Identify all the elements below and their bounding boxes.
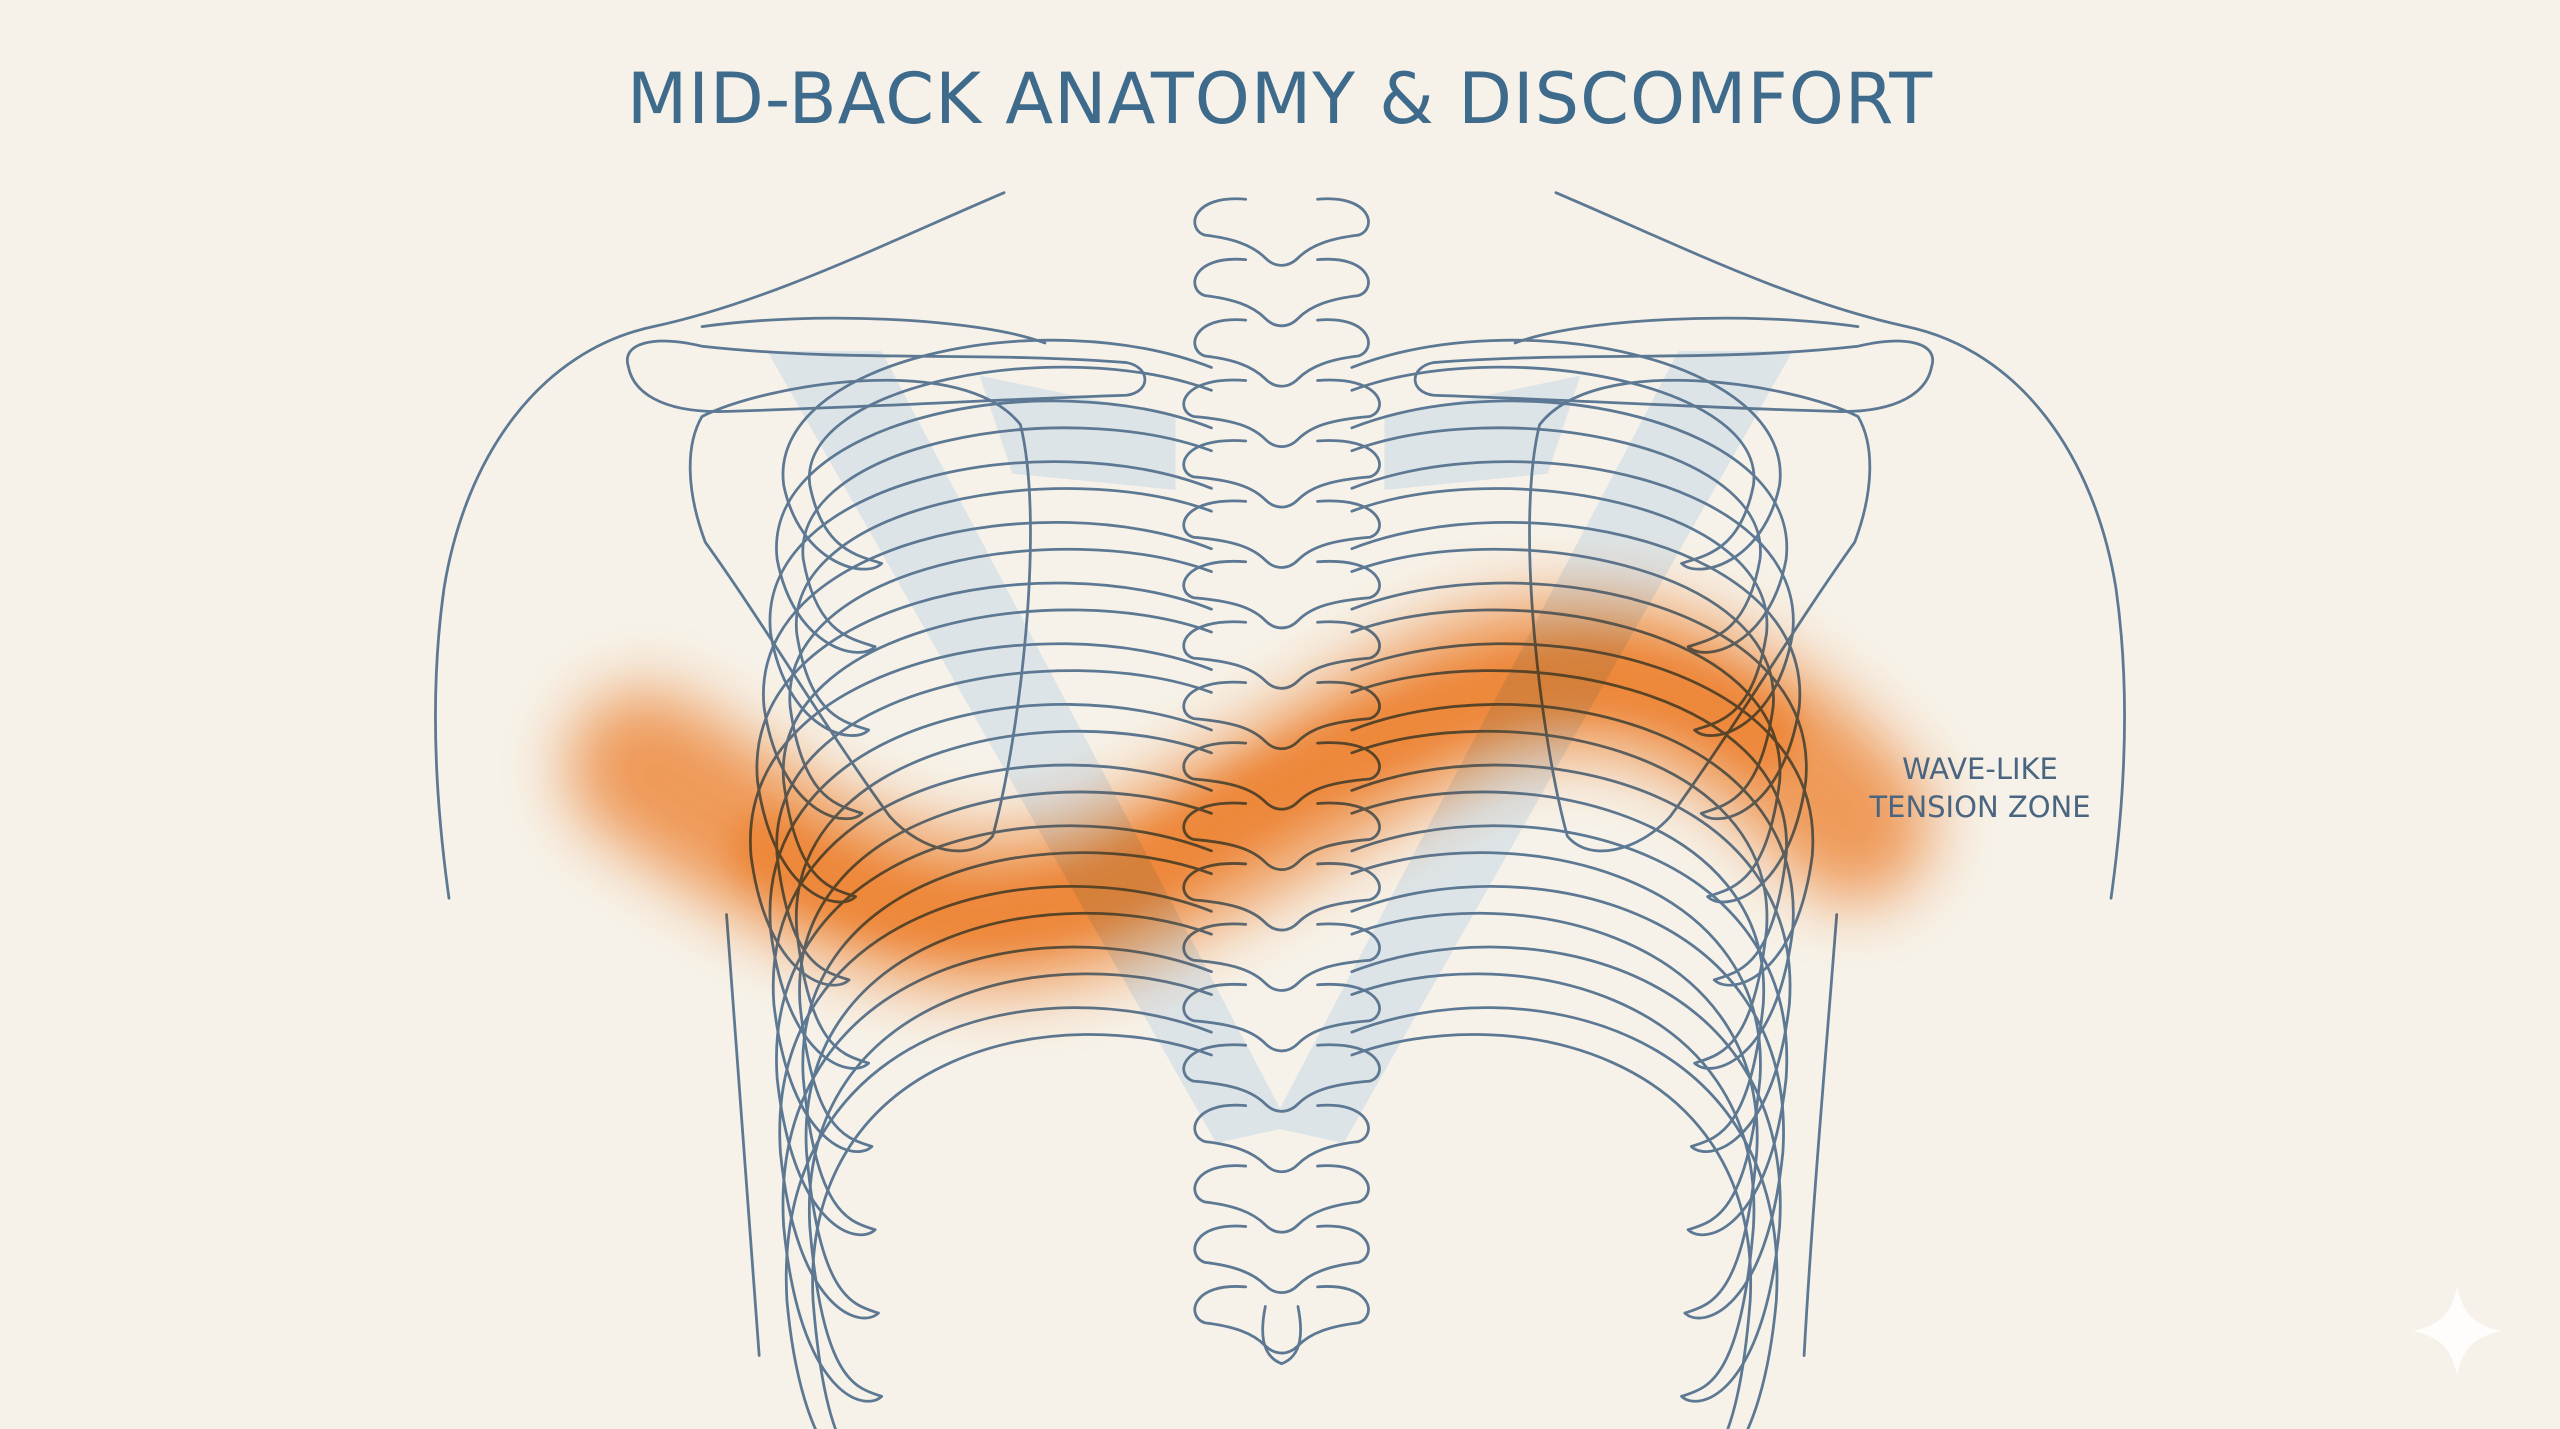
torso-outline [434, 191, 2126, 1357]
rib-left-11-inner [808, 972, 1213, 1398]
sparkle-icon [2413, 1286, 2502, 1376]
rib-right-12 [1350, 1006, 1779, 1429]
rib-right-9 [1350, 824, 1789, 1237]
tension-zone-label-line2: TENSION ZONE [1869, 790, 2091, 824]
rib-right-8-inner [1350, 790, 1765, 1148]
rib-left-12-inner [811, 1033, 1213, 1429]
rib-right-1-inner [1350, 365, 1756, 565]
vertebra-3 [1193, 318, 1370, 388]
rib-right-2-inner [1350, 426, 1762, 649]
rib-right-11-inner [1350, 972, 1756, 1398]
vertebra-14 [1182, 982, 1381, 1053]
rib-left-12 [784, 1006, 1213, 1429]
rib-left-1 [781, 338, 1213, 571]
vertebra-17 [1193, 1164, 1370, 1234]
tension-zone [567, 596, 1931, 991]
rib-right-12-inner [1350, 1033, 1752, 1429]
vertebra-2 [1193, 257, 1370, 328]
vertebra-19 [1193, 1285, 1370, 1355]
rib-left-1-inner [808, 365, 1213, 565]
vertebra-8 [1182, 620, 1381, 690]
rib-left-2 [775, 399, 1213, 654]
vertebra-18 [1193, 1224, 1370, 1295]
vertebra-13 [1182, 922, 1381, 992]
coccyx [1261, 1305, 1303, 1366]
vertebra-16 [1193, 1103, 1370, 1174]
vertebra-6 [1182, 499, 1381, 569]
clavicles [625, 316, 1935, 413]
tension-zone-label: WAVE-LIKE TENSION ZONE [1850, 750, 2110, 826]
vertebra-1 [1193, 197, 1370, 267]
vertebra-7 [1182, 559, 1381, 630]
rib-right-10 [1350, 885, 1785, 1320]
rib-right-1 [1350, 338, 1782, 571]
vertebra-4 [1182, 378, 1381, 449]
page-title: MID-BACK ANATOMY & DISCOMFORT [626, 58, 1934, 140]
vertebra-15 [1182, 1043, 1381, 1113]
vertebra-5 [1182, 439, 1381, 509]
rib-right-9-inner [1350, 851, 1762, 1232]
rib-right-10-inner [1350, 911, 1759, 1315]
rib-left-2-inner [801, 426, 1213, 649]
rib-left-6-inner [775, 669, 1213, 982]
rib-left-3 [768, 460, 1213, 737]
rib-left-3-inner [795, 487, 1213, 732]
rib-right-11 [1350, 945, 1782, 1403]
tension-zone-label-line1: WAVE-LIKE [1902, 752, 2058, 786]
